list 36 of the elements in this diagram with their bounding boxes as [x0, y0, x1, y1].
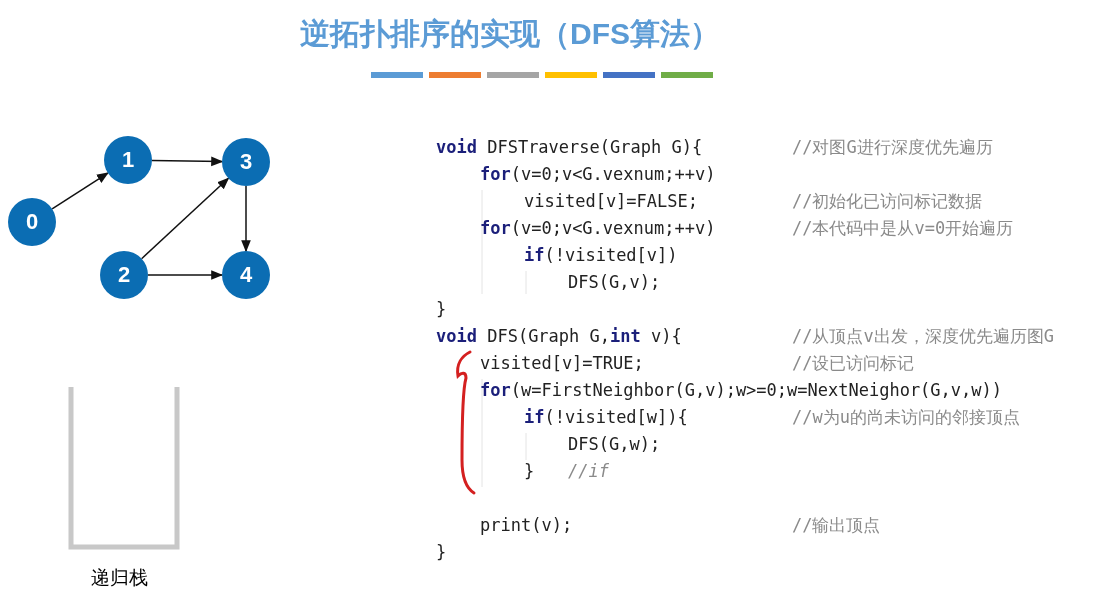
code-line: }	[524, 460, 535, 482]
stack-label: 递归栈	[91, 565, 148, 590]
code-comment: //输出顶点	[792, 514, 881, 536]
code-line: }	[436, 541, 447, 563]
code-comment: //初始化已访问标记数据	[792, 190, 983, 212]
stack-container	[68, 387, 180, 550]
code-line: void DFSTraverse(Graph G){	[436, 136, 703, 158]
arrow	[140, 177, 230, 260]
code-line: for(v=0;v<G.vexnum;++v)	[480, 163, 716, 185]
code-line: visited[v]=TRUE;	[480, 352, 644, 374]
code-line: if(!visited[v])	[524, 244, 678, 266]
arrow	[151, 156, 224, 167]
code-comment: //从顶点v出发，深度优先遍历图G	[792, 325, 1054, 347]
arrow	[51, 172, 109, 210]
vertex-circle: 4	[222, 251, 270, 299]
vertex-circle: 2	[100, 251, 148, 299]
arrow	[241, 185, 251, 253]
arrow	[147, 270, 224, 280]
slide-title: 逆拓扑排序的实现（DFS算法）	[300, 16, 720, 52]
code-line: visited[v]=FALSE;	[524, 190, 698, 212]
code-line: DFS(G,v);	[568, 271, 661, 293]
code-comment: //对图G进行深度优先遍历	[792, 136, 993, 158]
code-comment: //设已访问标记	[792, 352, 915, 374]
code-line: print(v);	[480, 514, 573, 536]
code-line: for(w=FirstNeighbor(G,v);w>=0;w=NextNeighor(G,v,w))	[480, 379, 1002, 401]
code-line: if(!visited[w]){	[524, 406, 688, 428]
code-line: }	[436, 298, 447, 320]
code-comment: //本代码中是从v=0开始遍历	[792, 217, 1014, 239]
code-line: for(v=0;v<G.vexnum;++v)	[480, 217, 716, 239]
code-line: DFS(G,w);	[568, 433, 661, 455]
vertex-circle: 1	[104, 136, 152, 184]
code-comment: //w为u的尚未访问的邻接顶点	[792, 406, 1020, 428]
vertex-circle: 0	[8, 198, 56, 246]
code-comment: //if	[568, 460, 609, 482]
vertex-circle: 3	[222, 138, 270, 186]
code-line: void DFS(Graph G,int v){	[436, 325, 682, 347]
